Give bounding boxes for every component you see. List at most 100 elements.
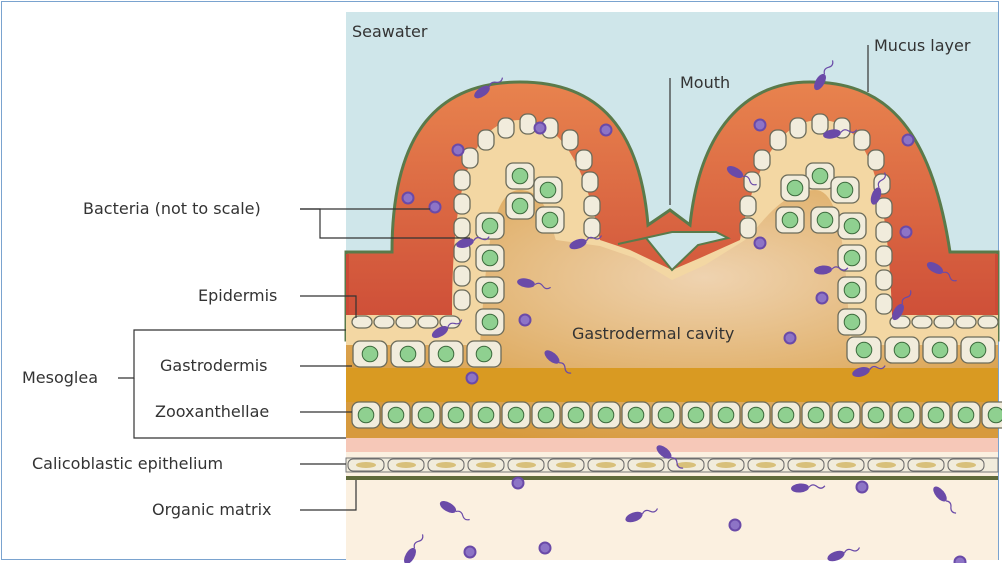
zooxanthella-cell-nucleus xyxy=(448,407,464,423)
zooxanthella-cell-nucleus xyxy=(658,407,674,423)
epidermis-cell xyxy=(454,218,470,238)
gastrodermis-cell-nucleus xyxy=(482,282,498,298)
epidermis-cell xyxy=(478,130,494,150)
bacterium xyxy=(403,193,414,204)
calicoblastic-cell-nucleus xyxy=(716,462,736,468)
calicoblastic-cell-nucleus xyxy=(796,462,816,468)
zooxanthella-cell-nucleus xyxy=(898,407,914,423)
bacterium xyxy=(453,145,464,156)
calicoblastic-cell-nucleus xyxy=(756,462,776,468)
epidermis-cell xyxy=(978,316,998,328)
calicoblastic-cell-nucleus xyxy=(516,462,536,468)
mucus-layer-label: Mucus layer xyxy=(874,36,971,55)
zooxanthella-cell-nucleus xyxy=(778,407,794,423)
epidermis-cell xyxy=(454,266,470,286)
mesoglea-label: Mesoglea xyxy=(22,368,98,387)
epidermis-cell xyxy=(868,150,884,170)
gastrodermis-cell-nucleus xyxy=(817,212,833,228)
epidermis-cell xyxy=(352,316,372,328)
gastrodermis-cell-nucleus xyxy=(482,314,498,330)
epidermis-cell xyxy=(790,118,806,138)
bacterium xyxy=(513,478,524,489)
zooxanthella-cell-nucleus xyxy=(568,407,584,423)
gastrodermis-cell-nucleus xyxy=(542,212,558,228)
epidermis-cell xyxy=(934,316,954,328)
calicoblastic-cell-nucleus xyxy=(836,462,856,468)
calicoblastic-cell-nucleus xyxy=(396,462,416,468)
zooxanthellae-label: Zooxanthellae xyxy=(155,402,269,421)
epidermis-cell xyxy=(454,290,470,310)
organic-matrix-label: Organic matrix xyxy=(152,500,271,519)
calicoblastic-cell-nucleus xyxy=(556,462,576,468)
gastrodermis-cell-nucleus xyxy=(782,212,798,228)
bacterium xyxy=(601,125,612,136)
epidermis-cell xyxy=(912,316,932,328)
zooxanthella-cell-nucleus xyxy=(358,407,374,423)
bacteria-label: Bacteria (not to scale) xyxy=(83,199,261,218)
bacterium xyxy=(520,315,531,326)
bacterium xyxy=(755,238,766,249)
epidermis-cell xyxy=(754,150,770,170)
gastrodermis-cell-nucleus xyxy=(482,250,498,266)
zooxanthella-cell-nucleus xyxy=(958,407,974,423)
bacterium xyxy=(903,135,914,146)
gastrodermis-cell-nucleus xyxy=(844,282,860,298)
calicoblastic-cell-nucleus xyxy=(916,462,936,468)
bacterium xyxy=(430,202,441,213)
gastrodermis-cell-nucleus xyxy=(438,346,454,362)
gastrodermis-cell-nucleus xyxy=(844,250,860,266)
gastrodermis-cell-nucleus xyxy=(932,342,948,358)
epidermis-cell xyxy=(584,196,600,216)
epidermis-cell xyxy=(584,218,600,238)
bacterium xyxy=(785,333,796,344)
epidermis-label: Epidermis xyxy=(198,286,277,305)
epidermis-cell xyxy=(770,130,786,150)
epidermis-cell xyxy=(520,114,536,134)
bacterium xyxy=(730,520,741,531)
bacterium xyxy=(955,557,966,563)
zooxanthella-cell-nucleus xyxy=(988,407,1002,423)
epidermis-cell xyxy=(454,194,470,214)
zooxanthella-cell-nucleus xyxy=(928,407,944,423)
zooxanthella-cell-nucleus xyxy=(628,407,644,423)
epidermis-cell xyxy=(374,316,394,328)
epidermis-cell xyxy=(740,196,756,216)
zooxanthella-cell-nucleus xyxy=(418,407,434,423)
epidermis-cell xyxy=(576,150,592,170)
gastrodermis-cell-nucleus xyxy=(844,314,860,330)
bacterium xyxy=(857,482,868,493)
gastrodermis-cell-nucleus xyxy=(362,346,378,362)
zooxanthella-cell-nucleus xyxy=(538,407,554,423)
epidermis-cell xyxy=(876,222,892,242)
zooxanthella-cell-nucleus xyxy=(748,407,764,423)
calicoblastic-cell-nucleus xyxy=(596,462,616,468)
bacterium xyxy=(755,120,766,131)
gastrodermis-cell-nucleus xyxy=(970,342,986,358)
calicoblastic-epithelium-label: Calicoblastic epithelium xyxy=(32,454,223,473)
zooxanthella-cell-nucleus xyxy=(598,407,614,423)
gastrodermis-cell-nucleus xyxy=(482,218,498,234)
zooxanthella-cell-nucleus xyxy=(688,407,704,423)
bacterium xyxy=(817,293,828,304)
epidermis-cell xyxy=(876,294,892,314)
epidermis-cell xyxy=(744,172,760,192)
epidermis-cell xyxy=(876,270,892,290)
gastrodermis-cell-nucleus xyxy=(540,182,556,198)
gastrodermal-cavity-label: Gastrodermal cavity xyxy=(572,324,734,343)
gastrodermis-cell-nucleus xyxy=(512,198,528,214)
zooxanthella-cell-nucleus xyxy=(718,407,734,423)
gastrodermis-cell-nucleus xyxy=(894,342,910,358)
gastrodermis-cell-nucleus xyxy=(400,346,416,362)
epidermis-cell xyxy=(396,316,416,328)
mouth-label: Mouth xyxy=(680,73,730,92)
calicoblastic-cell-nucleus xyxy=(636,462,656,468)
gastrodermis-cell-nucleus xyxy=(856,342,872,358)
bacterium xyxy=(467,373,478,384)
zooxanthellae-cells xyxy=(352,402,1002,428)
calicoblastic-cell-nucleus xyxy=(476,462,496,468)
epidermis-cell xyxy=(876,246,892,266)
calicoblastic-cell-nucleus xyxy=(876,462,896,468)
epidermis-cell xyxy=(740,218,756,238)
gastrodermis-label: Gastrodermis xyxy=(160,356,268,375)
